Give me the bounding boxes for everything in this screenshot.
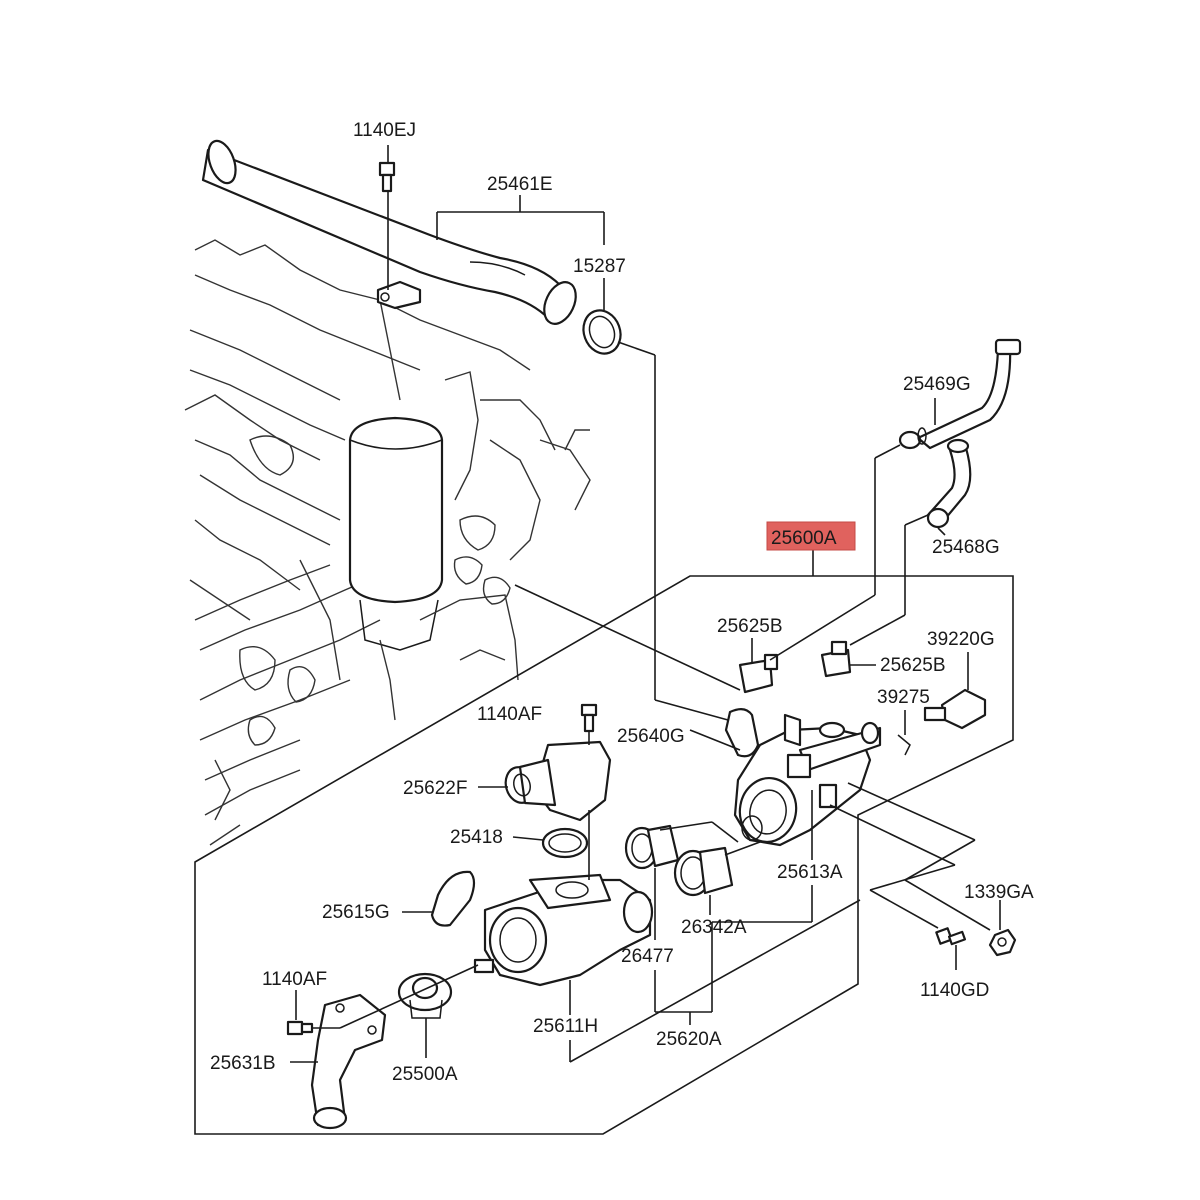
label-25469G[interactable]: 25469G xyxy=(903,374,971,395)
label-1140AF-lower[interactable]: 1140AF xyxy=(262,969,327,990)
label-25615G[interactable]: 25615G xyxy=(322,902,390,923)
label-1140AF-upper[interactable]: 1140AF xyxy=(477,704,542,725)
label-25500A[interactable]: 25500A xyxy=(392,1064,458,1085)
hose-25469G-drawing xyxy=(898,338,1022,450)
gasket-25615G-drawing xyxy=(430,870,476,927)
label-25611H[interactable]: 25611H xyxy=(533,1016,598,1037)
label-26342A[interactable]: 26342A xyxy=(681,917,747,938)
water-pipe-25461E-drawing xyxy=(201,139,577,325)
engine-block-drawing xyxy=(184,239,591,846)
fitting-25625B-left-drawing xyxy=(738,653,779,694)
part-labels: 1140EJ 25461E 15287 25469G 25600A 25468G… xyxy=(210,120,1034,1085)
label-26477[interactable]: 26477 xyxy=(621,946,674,967)
coolant-outlet-housing-drawing xyxy=(733,713,882,847)
clip-39275-drawing xyxy=(897,734,911,756)
gasket-15287-drawing xyxy=(582,309,622,355)
label-25620A[interactable]: 25620A xyxy=(656,1029,722,1050)
thermostat-cover-25631B-drawing xyxy=(310,993,387,1130)
label-39275[interactable]: 39275 xyxy=(877,687,930,708)
hose-26342A-drawing xyxy=(673,846,734,897)
leader-lines xyxy=(290,145,1001,1063)
label-1140GD[interactable]: 1140GD xyxy=(920,980,989,1001)
label-25613A[interactable]: 25613A xyxy=(777,862,843,883)
label-25640G[interactable]: 25640G xyxy=(617,726,685,747)
housing-25622F-drawing xyxy=(504,740,612,822)
label-25461E[interactable]: 25461E xyxy=(487,174,553,195)
label-25600A[interactable]: 25600A xyxy=(771,528,837,549)
label-1140EJ[interactable]: 1140EJ xyxy=(353,120,416,141)
thermostat-housing-25611H-drawing xyxy=(473,873,654,987)
label-25625B-right[interactable]: 25625B xyxy=(880,655,946,676)
label-1339GA[interactable]: 1339GA xyxy=(964,882,1034,903)
highlight-box-25600A xyxy=(766,521,856,551)
label-25418[interactable]: 25418 xyxy=(450,827,503,848)
label-25468G[interactable]: 25468G xyxy=(932,537,1000,558)
label-25625B-left[interactable]: 25625B xyxy=(717,616,783,637)
fitting-25625B-right-drawing xyxy=(820,640,852,678)
nut-1339GA-drawing xyxy=(988,928,1017,957)
gasket-25418-drawing xyxy=(541,827,589,859)
assembly-outline xyxy=(194,575,1014,1135)
bolt-1140GD-drawing xyxy=(935,927,967,946)
gasket-25640G-drawing xyxy=(724,708,760,758)
bolt-1140AF-lower-drawing xyxy=(286,1020,314,1036)
hose-25468G-drawing xyxy=(926,438,972,529)
bolt-1140AF-upper-drawing xyxy=(580,703,598,733)
label-25622F[interactable]: 25622F xyxy=(403,778,467,799)
label-39220G[interactable]: 39220G xyxy=(927,629,995,650)
label-15287[interactable]: 15287 xyxy=(573,256,626,277)
bolt-1140EJ-drawing xyxy=(378,161,396,193)
sensor-39220G-drawing xyxy=(923,688,987,730)
label-25631B[interactable]: 25631B xyxy=(210,1053,276,1074)
hose-26477-drawing xyxy=(624,824,680,870)
